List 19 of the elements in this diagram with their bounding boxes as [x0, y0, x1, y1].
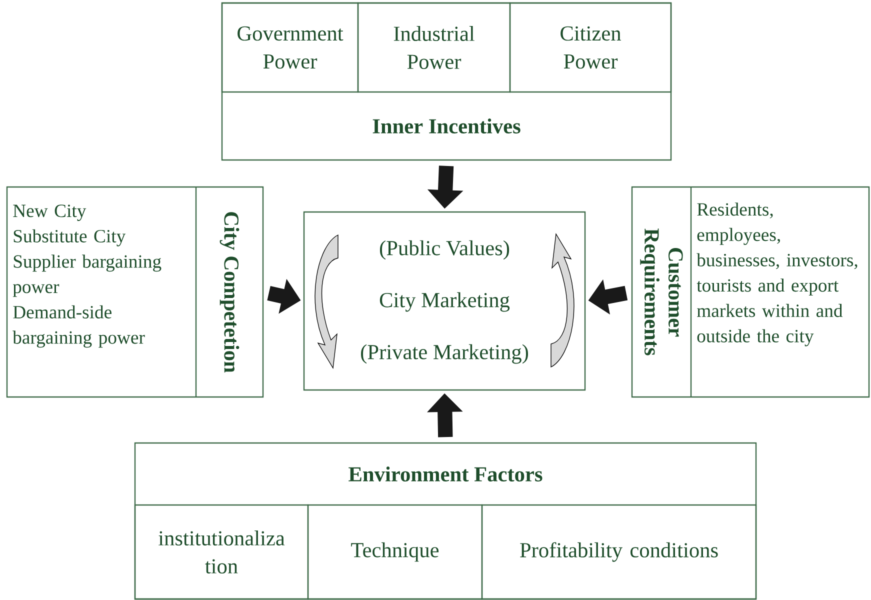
box-text: City Marketing: [380, 292, 510, 312]
table-cell: Citizen Power: [509, 2, 672, 93]
node-label: Substitute City: [14, 229, 126, 246]
heading: Inner Incentives: [372, 118, 520, 134]
heading: Environment Factors: [348, 466, 542, 482]
table-cell: Profitability conditions: [481, 504, 757, 600]
node-label: New City: [13, 204, 86, 221]
node-label: Demand-side bargaining power: [12, 305, 145, 348]
table-cell: institutionaliza tion: [134, 504, 309, 600]
heading: Customer Requirements: [640, 228, 683, 356]
table-cell: Government Power: [221, 2, 359, 93]
description: Residents, employees, businesses, investors, tourists and export markets within and outside the city: [696, 202, 858, 346]
node-label: Supplier bargaining power: [12, 254, 162, 297]
table-cell: Technique: [307, 504, 483, 600]
table-cell: Industrial Power: [357, 2, 511, 93]
box-text: (Private Marketing): [361, 344, 528, 364]
item-list: New City Substitute City Supplier bargaining power Demand-side bargaining power: [12, 204, 162, 348]
heading: City Competetion: [220, 212, 240, 373]
box-text: (Public Values): [380, 240, 510, 260]
